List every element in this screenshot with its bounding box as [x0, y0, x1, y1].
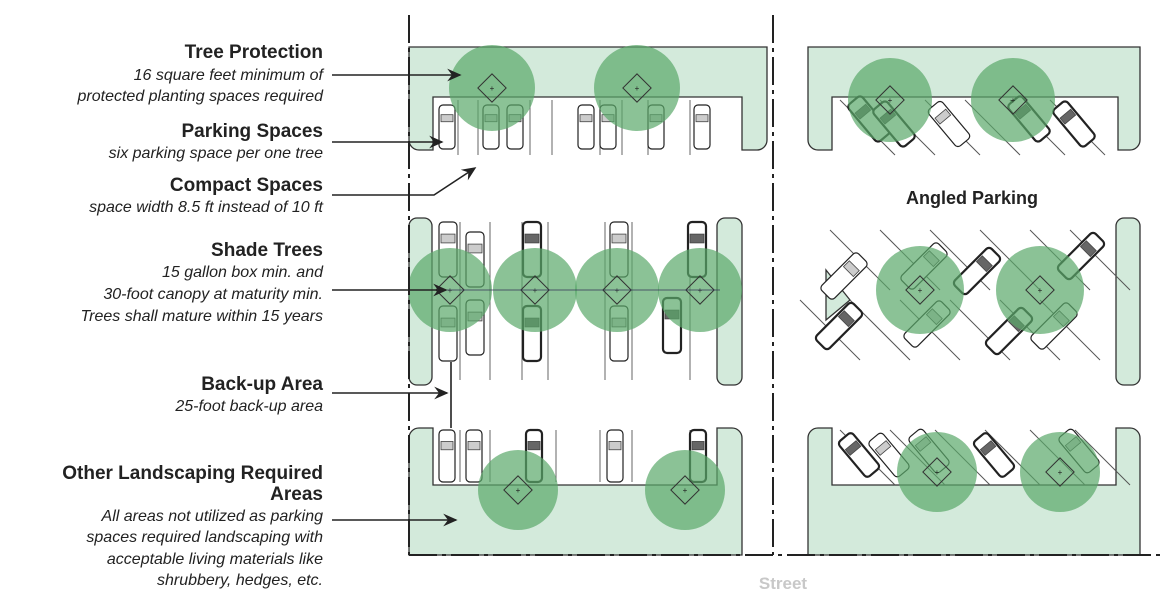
tree-grate [1045, 457, 1075, 487]
car [438, 429, 456, 483]
tree-grate [435, 275, 465, 305]
angled-stall-line [1069, 229, 1131, 291]
tree-grate [520, 275, 550, 305]
tree-trunk-mark: + [490, 84, 495, 93]
tree-trunk-mark: + [935, 468, 940, 477]
compact-spaces-desc: space width 8.5 ft instead of 10 ft [89, 199, 323, 216]
tree-canopy [478, 450, 558, 530]
tree-grate [503, 475, 533, 505]
tree-protection-desc-1: 16 square feet minimum of [134, 67, 325, 84]
angled-stall-line [1074, 429, 1131, 486]
tree-trunk-mark: + [888, 96, 893, 105]
compact-spaces-arrow [332, 167, 477, 196]
street-label: Street [759, 574, 808, 593]
other-landscaping-desc-1: All areas not utilized as parking [101, 508, 324, 525]
parking-spaces-title: Parking Spaces [181, 121, 323, 142]
tree-grate [602, 275, 632, 305]
tree-canopy [1020, 432, 1100, 512]
tree-canopy [645, 450, 725, 530]
tree-canopy [897, 432, 977, 512]
car [814, 301, 864, 351]
tree-trunk-mark: + [1058, 468, 1063, 477]
car [1052, 100, 1096, 148]
tree-trunk-mark: + [615, 286, 620, 295]
shade-trees-desc-3: Trees shall mature within 15 years [81, 308, 323, 325]
tree-trunk-mark: + [1011, 96, 1016, 105]
tree-canopy [876, 246, 964, 334]
shade-trees-desc-2: 30-foot canopy at maturity min. [103, 286, 323, 303]
tree-grate [905, 275, 935, 305]
other-landscaping-desc-3: acceptable living materials like [107, 551, 323, 568]
tree-grate [670, 475, 700, 505]
car [465, 429, 483, 483]
tree-trunk-mark: + [918, 286, 923, 295]
tree-grate [685, 275, 715, 305]
tree-protection-desc-2: protected planting spaces required [77, 88, 325, 105]
tree-grate [622, 73, 652, 103]
trees: + + + + + + + + + + + + + + [408, 45, 1100, 530]
car [577, 104, 595, 150]
landscape-bottom-left [408, 427, 743, 556]
callout-arrows [332, 68, 477, 527]
shade-trees-title: Shade Trees [211, 240, 323, 261]
tree-trunk-mark: + [635, 84, 640, 93]
tree-trunk-mark: + [1038, 286, 1043, 295]
parking-spaces-desc: six parking space per one tree [109, 145, 323, 162]
tree-grate [922, 457, 952, 487]
tree-grate [875, 85, 905, 115]
tree-grate [1025, 275, 1055, 305]
tree-trunk-mark: + [448, 286, 453, 295]
property-lines [408, 15, 1165, 556]
tree-canopy [449, 45, 535, 131]
car [693, 104, 711, 150]
backup-area-desc: 25-foot back-up area [174, 398, 323, 415]
other-landscaping-desc-2: spaces required landscaping with [86, 529, 323, 546]
tree-canopy [848, 58, 932, 142]
tree-trunk-mark: + [683, 486, 688, 495]
tree-trunk-mark: + [698, 286, 703, 295]
tree-canopy [594, 45, 680, 131]
other-landscaping-title-1: Other Landscaping Required [62, 463, 323, 484]
shade-trees-desc-1: 15 gallon box min. and [162, 264, 324, 281]
tree-trunk-mark: + [516, 486, 521, 495]
car [927, 100, 971, 148]
tree-grate [477, 73, 507, 103]
backup-area-title: Back-up Area [201, 374, 323, 395]
angled-parking-label: Angled Parking [906, 188, 1038, 208]
other-landscaping-desc-4: shrubbery, hedges, etc. [157, 572, 323, 589]
compact-spaces-title: Compact Spaces [170, 175, 323, 196]
other-landscaping-title-2: Areas [270, 484, 323, 505]
car [606, 429, 624, 483]
tree-canopy [971, 58, 1055, 142]
car [972, 432, 1016, 478]
car [837, 432, 881, 478]
tree-trunk-mark: + [533, 286, 538, 295]
car [820, 252, 868, 300]
left-labels: Tree Protection 16 square feet minimum o… [62, 42, 324, 589]
tree-protection-title: Tree Protection [185, 42, 323, 63]
landscape-bottom-right [807, 427, 1141, 556]
tree-canopy [996, 246, 1084, 334]
landscape-island [1115, 217, 1141, 386]
tree-grate [998, 85, 1028, 115]
